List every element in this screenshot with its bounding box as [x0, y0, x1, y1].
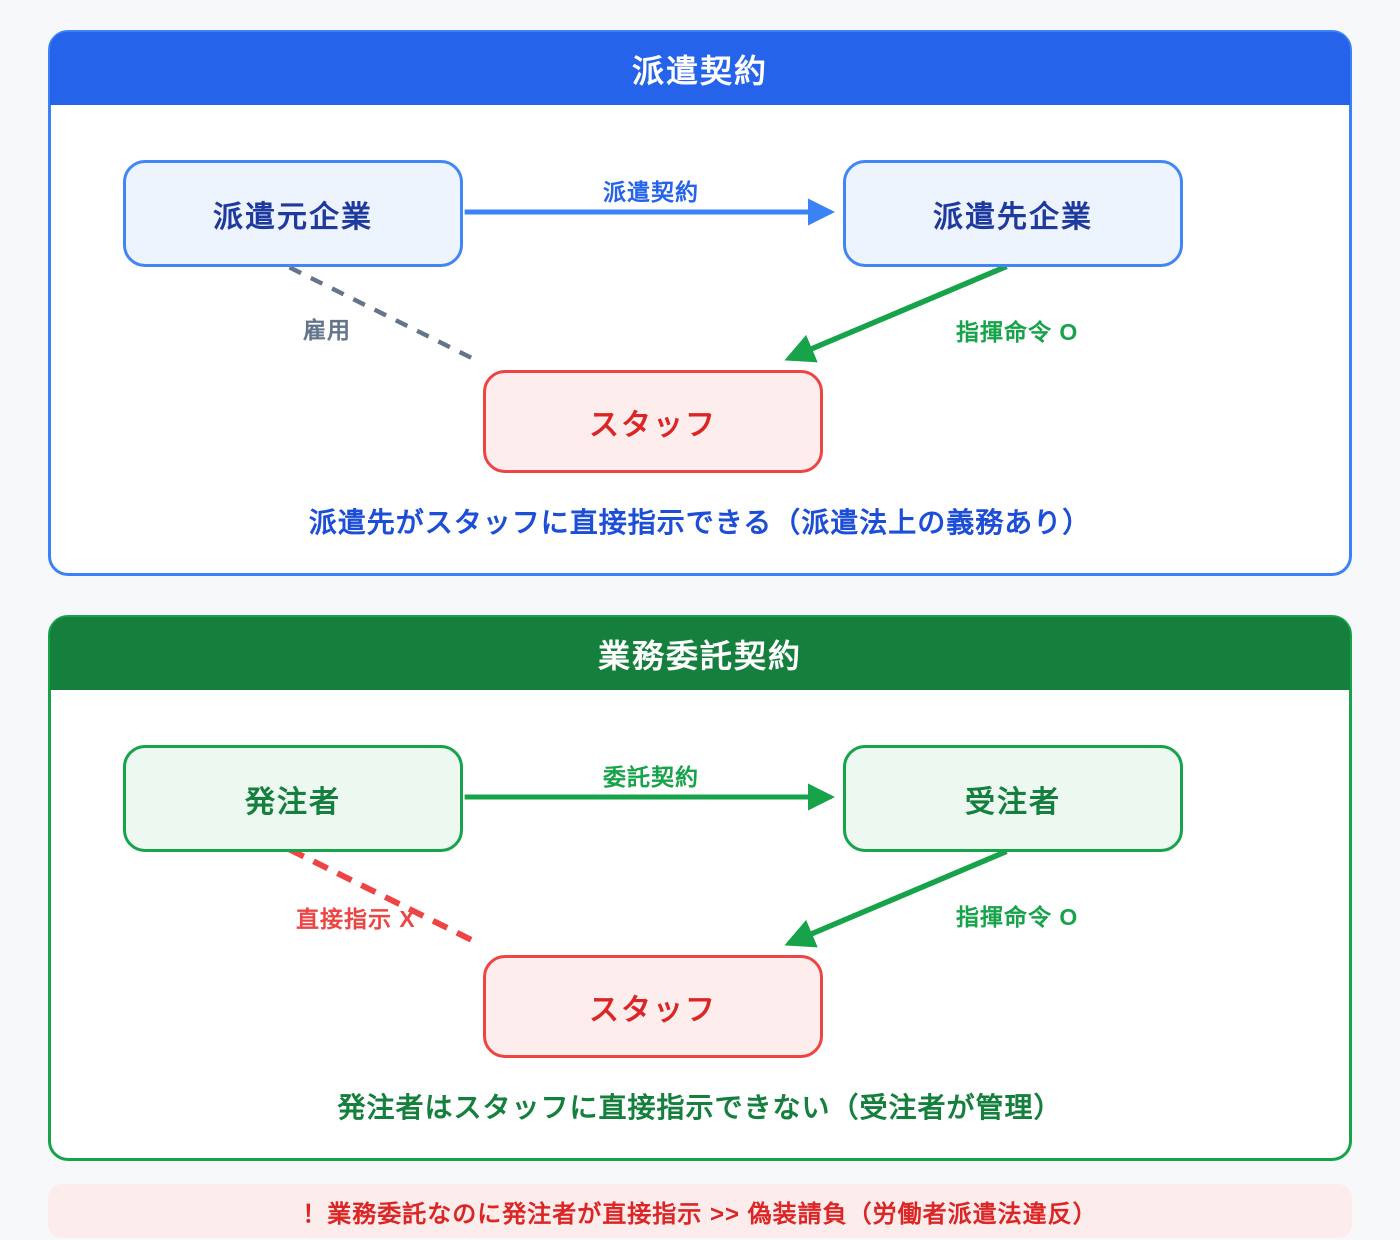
dispatch-staff-box: スタッフ	[483, 370, 823, 473]
dispatch-panel-header: 派遣契約	[50, 32, 1350, 105]
outsourcing-panel-header: 業務委託契約	[50, 617, 1350, 690]
outsourcing-contract-panel: 業務委託契約 発注者 受注者 スタッフ 委託契約 直接指示 X 指揮命令 O 発…	[48, 615, 1352, 1161]
outsourcing-connectors	[288, 783, 1008, 948]
employment-label: 雇用	[303, 317, 351, 343]
dispatch-caption: 派遣先がスタッフに直接指示できる（派遣法上の義務あり）	[308, 507, 1092, 538]
dispatch-contract-panel: 派遣契約 派遣元企業 派遣先企業 スタッフ 派遣契約 雇用 指揮命令 O 派遣先…	[48, 30, 1352, 576]
outsourcing-command-label: 指揮命令 O	[956, 904, 1079, 930]
dispatch-source-company-box: 派遣元企業	[123, 160, 463, 267]
dispatch-command-label: 指揮命令 O	[956, 319, 1079, 345]
outsourcing-caption: 発注者はスタッフに直接指示できない（受注者が管理）	[337, 1092, 1063, 1123]
outsourcing-contract-arrow-label: 委託契約	[603, 764, 699, 790]
dispatch-contract-arrow-label: 派遣契約	[603, 179, 699, 205]
warning-banner-text: ！業務委託なのに発注者が直接指示 >> 偽装請負（労働者派遣法違反）	[302, 1200, 1098, 1228]
dispatch-client-company-box: 派遣先企業	[843, 160, 1183, 267]
dispatch-panel-title: 派遣契約	[631, 52, 768, 89]
outsourcing-staff-box: スタッフ	[483, 955, 823, 1058]
contractor-box: 受注者	[843, 745, 1183, 852]
warning-banner: ！業務委託なのに発注者が直接指示 >> 偽装請負（労働者派遣法違反）	[48, 1184, 1352, 1238]
direct-instruction-label: 直接指示 X	[296, 906, 416, 932]
dispatch-connectors	[288, 198, 1008, 364]
orderer-box: 発注者	[123, 745, 463, 852]
outsourcing-panel-title: 業務委託契約	[597, 637, 802, 674]
